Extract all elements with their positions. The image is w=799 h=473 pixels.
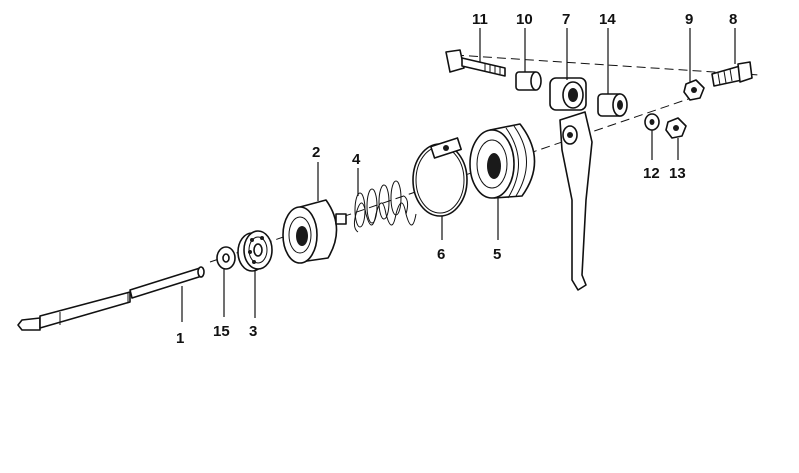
callout-7: 7 — [562, 11, 570, 28]
callout-12: 12 — [643, 165, 660, 182]
callout-4: 4 — [352, 151, 361, 168]
part-2-cylinder — [282, 199, 347, 264]
callout-15: 15 — [213, 323, 230, 340]
callout-14: 14 — [599, 11, 616, 28]
part-5-bellows — [469, 123, 536, 199]
part-12-washer — [644, 113, 660, 131]
callout-3: 3 — [249, 323, 257, 340]
part-4-spring — [353, 180, 417, 233]
callout-13: 13 — [669, 165, 686, 182]
callout-6: 6 — [437, 246, 445, 263]
part-7-lever — [549, 77, 593, 291]
part-10-sleeve — [515, 71, 542, 91]
part-1-shaft — [17, 266, 205, 331]
callout-8: 8 — [729, 11, 737, 28]
callout-11: 11 — [472, 11, 488, 28]
part-13-nut — [665, 117, 687, 139]
callout-5: 5 — [493, 246, 501, 263]
part-14-bushing — [597, 93, 628, 117]
callout-10: 10 — [516, 11, 533, 28]
part-9-nut — [683, 79, 705, 101]
upper-axis — [454, 54, 761, 76]
part-8-bolt — [711, 61, 753, 87]
part-6-clamp — [412, 137, 468, 217]
leader-lines — [181, 28, 736, 322]
callout-1: 1 — [176, 330, 184, 347]
callout-2: 2 — [312, 144, 320, 161]
part-3-bearing — [237, 230, 273, 272]
part-15-washer — [216, 246, 236, 270]
callout-9: 9 — [685, 11, 693, 28]
part-11-bolt — [445, 49, 506, 77]
